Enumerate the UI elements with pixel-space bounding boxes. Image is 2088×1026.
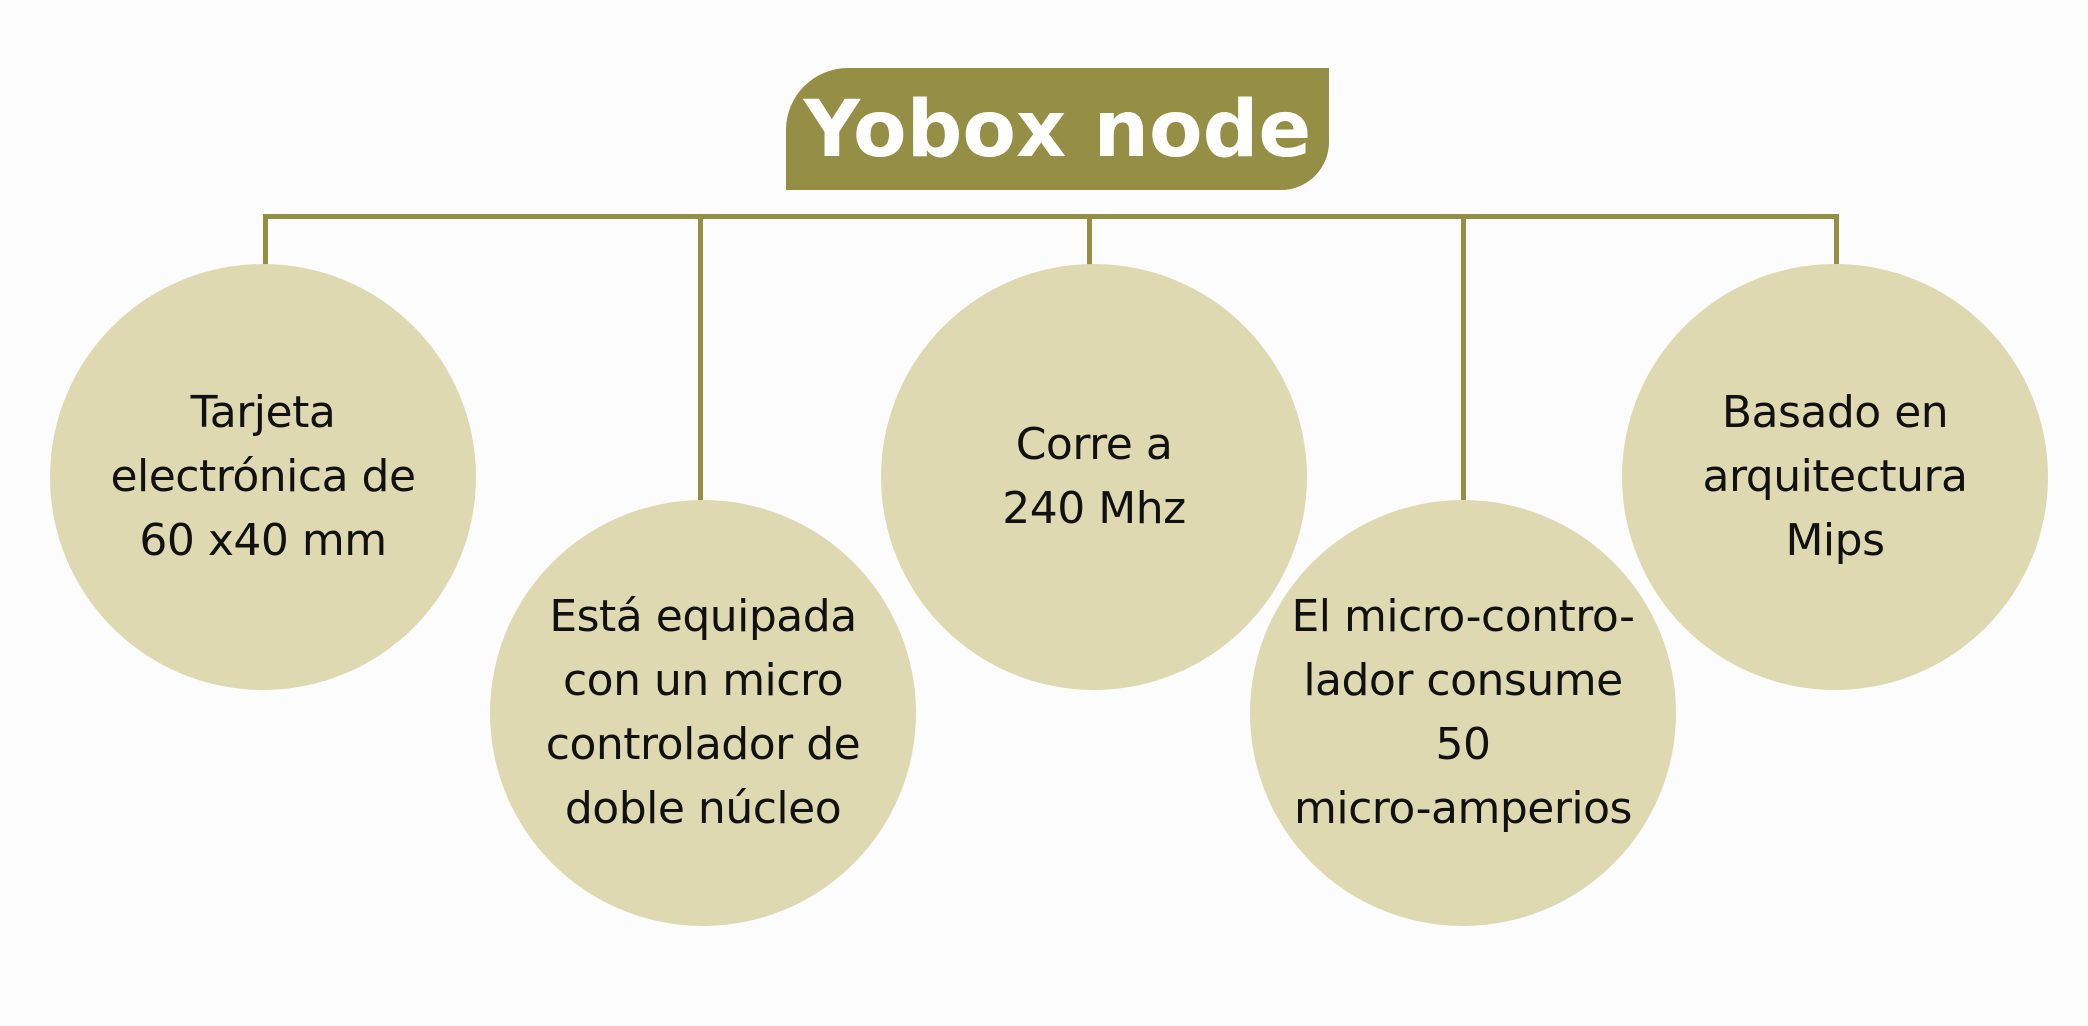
node-dual-core: Está equipada con un micro controlador d…	[490, 500, 916, 926]
node-clock-speed: Corre a 240 Mhz	[881, 264, 1307, 690]
connector-horizontal	[263, 214, 1839, 219]
node-board-size: Tarjeta electrónica de 60 x40 mm	[50, 264, 476, 690]
node-power-consumption-text: El micro-contro- lador consume 50 micro-…	[1291, 591, 1635, 834]
connector-drop-3	[1087, 214, 1092, 266]
node-power-consumption: El micro-contro- lador consume 50 micro-…	[1250, 500, 1676, 926]
node-board-size-text: Tarjeta electrónica de 60 x40 mm	[110, 387, 416, 566]
node-architecture-text: Basado en arquitectura Mips	[1702, 387, 1968, 566]
connector-drop-5	[1834, 214, 1839, 266]
connector-drop-2	[698, 214, 703, 502]
connector-drop-4	[1461, 214, 1466, 502]
node-clock-speed-text: Corre a 240 Mhz	[1002, 419, 1186, 534]
node-architecture: Basado en arquitectura Mips	[1622, 264, 2048, 690]
diagram-title: Yobox node	[786, 68, 1329, 190]
connector-drop-1	[263, 214, 268, 266]
node-dual-core-text: Está equipada con un micro controlador d…	[545, 591, 861, 834]
